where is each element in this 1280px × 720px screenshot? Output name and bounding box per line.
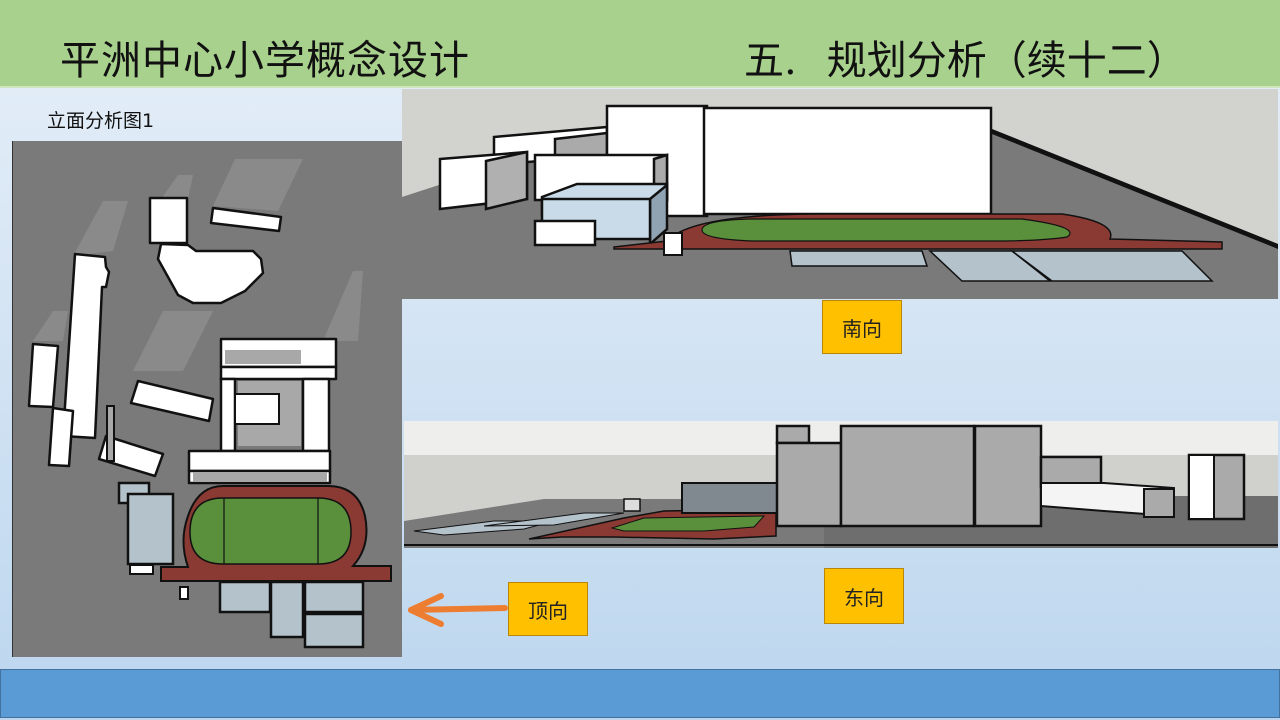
section-title-group: 五. 规划分析（续十二） [744,28,1187,86]
building [219,365,338,381]
building [156,242,265,305]
low-buildings [413,512,625,536]
building [209,206,283,233]
building [27,342,60,409]
section-number: 五. [744,38,797,84]
east-view-image [404,421,1278,548]
running-track [528,508,777,540]
site-plan-drawing [27,159,392,649]
sports-field [701,218,1071,242]
arrow-left-icon [408,593,508,627]
south-view-label: 南向 [822,300,902,354]
building [106,405,115,462]
project-title: 平洲中心小学概念设计 [60,38,470,84]
building [148,196,189,245]
title-bar: 平洲中心小学概念设计 五. 规划分析（续十二） [0,0,1280,88]
building [234,393,280,425]
footer-bar [0,669,1280,718]
plan-view-image [12,141,402,657]
building [179,586,189,600]
section-title: 规划分析（续十二） [826,38,1187,84]
buildings-blue [117,481,365,649]
building [129,379,215,423]
south-elevation-drawing [402,104,1278,299]
building [301,377,331,453]
east-elevation-drawing [404,421,1278,548]
building [681,482,783,514]
buildings [438,104,993,247]
building [187,449,332,473]
building [47,406,75,468]
sports-field [610,515,766,532]
building [61,252,111,440]
sports-field [189,497,352,565]
running-track [613,213,1223,256]
south-view-image [402,89,1278,299]
building [129,564,154,575]
figure-caption: 立面分析图1 [47,110,155,132]
white-buildings [1040,454,1215,520]
building-shadows [33,159,363,371]
east-view-label: 东向 [824,568,904,624]
top-view-label: 顶向 [508,582,588,636]
building [219,377,237,453]
low-buildings [789,250,1214,282]
running-track [160,485,392,582]
